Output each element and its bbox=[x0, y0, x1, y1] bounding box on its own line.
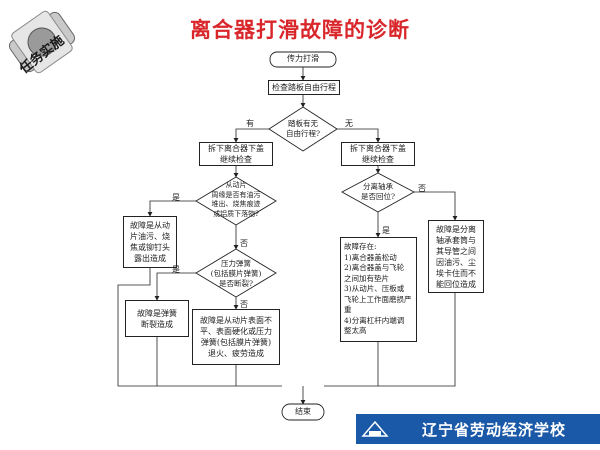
branch-label-you: 有 bbox=[246, 119, 254, 128]
task-badge-icon bbox=[8, 10, 76, 74]
decision-bearing-label: 分离轴承 是否回位? bbox=[360, 182, 396, 201]
branch-label-wu: 无 bbox=[345, 119, 353, 128]
end-terminal bbox=[281, 403, 325, 421]
decision-spring-label: 压力弹簧 (包括膜片弹簧) 是否断裂? bbox=[210, 259, 262, 288]
branch-label-no-spring: 否 bbox=[240, 300, 248, 309]
start-terminal bbox=[269, 51, 337, 68]
fault-surface-box: 故障是从动片表面不 平、表面硬化或压力 弹簧(包括膜片弹簧) 退火、疲劳造成 bbox=[192, 309, 280, 365]
check-pedal-box: 检查踏板自由行程 bbox=[268, 80, 340, 95]
remove-cover-right-box: 拆下离合器下盖 继续检查 bbox=[341, 142, 415, 166]
decision-free-travel-label: 踏板有无 自由行程? bbox=[285, 119, 321, 138]
end-label: 结束 bbox=[295, 407, 311, 416]
branch-label-yes-bearing: 是 bbox=[382, 226, 390, 235]
branch-label-yes-spring: 是 bbox=[172, 265, 180, 274]
decision-driven-plate-label: 从动片 周缘是否有油污 堆出、烧焦痕迹 或铝质下落物? bbox=[211, 181, 261, 218]
footer-bar bbox=[356, 414, 600, 444]
fault-spring-box: 故障是弹簧 断裂造成 bbox=[125, 300, 189, 337]
branch-label-no-driven: 否 bbox=[240, 239, 248, 248]
school-name: 辽宁省劳动经济学校 bbox=[421, 420, 566, 439]
decision-spring bbox=[195, 248, 277, 298]
fault-driven-plate-box: 故障是从动 片油污、烧 焦或铆钉头 露出造成 bbox=[123, 216, 177, 268]
decision-bearing bbox=[341, 172, 415, 213]
branch-label-no-bearing: 否 bbox=[418, 184, 426, 193]
page-title: 离合器打滑故障的诊断 bbox=[190, 18, 410, 42]
start-label: 传力打滑 bbox=[287, 54, 319, 63]
fault-bearing-box: 故障是分离 轴承套筒与 其导管之间 因油污、尘 埃卡住而不 能回位造成 bbox=[428, 220, 484, 293]
decision-driven-plate bbox=[195, 176, 277, 226]
decision-free-travel bbox=[268, 106, 338, 152]
school-logo-icon bbox=[360, 418, 390, 440]
branch-label-yes-driven: 是 bbox=[172, 193, 180, 202]
remove-cover-left-box: 拆下离合器下盖 继续检查 bbox=[199, 142, 273, 166]
fault-list-box: 故障存在: 1)离合器盖松动 2)离合器盖与飞轮 之间加有垫片 3)从动片、压板… bbox=[340, 237, 417, 342]
